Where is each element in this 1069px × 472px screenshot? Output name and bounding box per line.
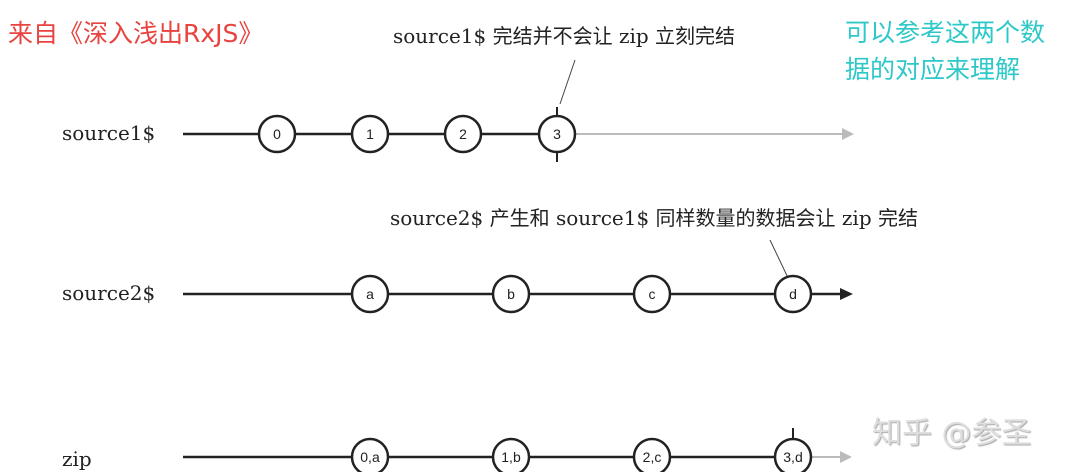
- marble-value: a: [366, 286, 374, 302]
- stream-label-source1: source1$: [62, 121, 156, 145]
- source-note: 来自《深入浅出RxJS》: [8, 19, 264, 48]
- source2-arrow-icon: [840, 288, 853, 300]
- marble-source1-1: [350, 114, 390, 154]
- marble-source2-1: [491, 274, 531, 314]
- stream-label-source2: source2$: [62, 281, 156, 305]
- marble-value: 1,b: [501, 449, 521, 465]
- marble-zip-0: [350, 437, 390, 472]
- zip-arrow-icon: [840, 451, 852, 463]
- watermark: 知乎 @参圣: [872, 416, 1032, 451]
- annotation-pointer-2: [769, 239, 791, 283]
- marble-value: b: [507, 286, 515, 302]
- marble-value: d: [789, 286, 797, 302]
- stream-label-zip: zip: [62, 447, 92, 471]
- marble-value: c: [649, 286, 656, 302]
- marble-value: 3: [553, 126, 561, 142]
- marble-zip-2: [632, 437, 672, 472]
- marble-source2-0: [350, 274, 390, 314]
- marble-source2-2: [632, 274, 672, 314]
- marble-source1-3: [537, 114, 577, 154]
- annotation-source2-complete: source2$ 产生和 source1$ 同样数量的数据会让 zip 完结: [390, 206, 918, 230]
- source1-arrow-icon: [842, 128, 854, 140]
- marble-value: 2,c: [643, 449, 662, 465]
- marble-value: 1: [366, 126, 374, 142]
- marble-value: 2: [459, 126, 467, 142]
- marble-zip-3: [773, 437, 813, 472]
- side-note: 可以参考这两个数据的对应来理解: [845, 18, 1046, 84]
- marble-value: 3,d: [783, 449, 802, 465]
- annotation-pointer-1: [559, 59, 576, 105]
- marble-source1-2: [443, 114, 483, 154]
- marble-source1-0: [257, 114, 297, 154]
- marble-value: 0,a: [360, 449, 380, 465]
- annotation-source1-complete: source1$ 完结并不会让 zip 立刻完结: [393, 24, 736, 48]
- marble-source2-3: [773, 274, 813, 314]
- marble-zip-1: [491, 437, 531, 472]
- marble-value: 0: [273, 126, 281, 142]
